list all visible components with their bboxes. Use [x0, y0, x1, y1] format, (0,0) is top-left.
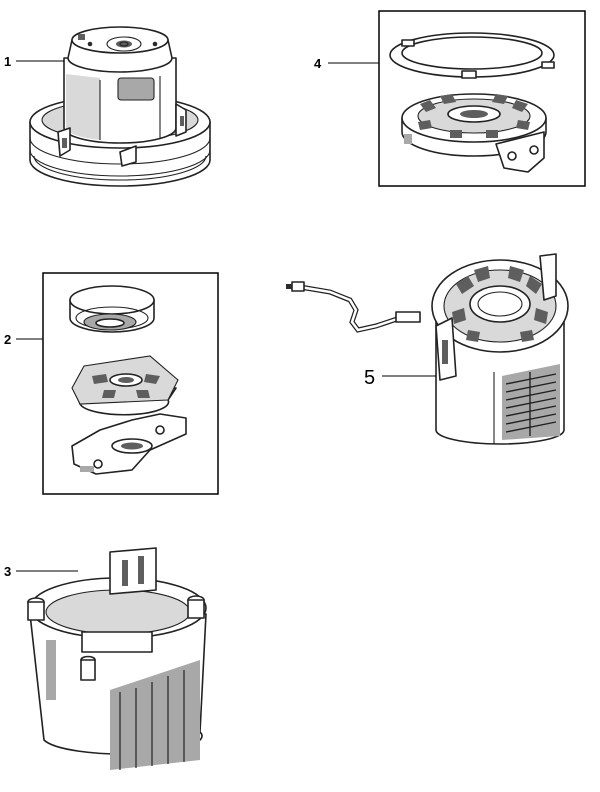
- part-2-box: [42, 272, 219, 495]
- part-3-shroud: [27, 547, 207, 770]
- callout-2: 2: [4, 332, 11, 347]
- callout-3: 3: [4, 564, 11, 579]
- part-4-box: [378, 10, 586, 187]
- callout-5: 5: [364, 367, 375, 389]
- part-1-motor: [29, 26, 211, 187]
- callout-1: 1: [4, 54, 11, 69]
- part-5-housing: [286, 253, 569, 445]
- callout-4: 4: [314, 56, 322, 71]
